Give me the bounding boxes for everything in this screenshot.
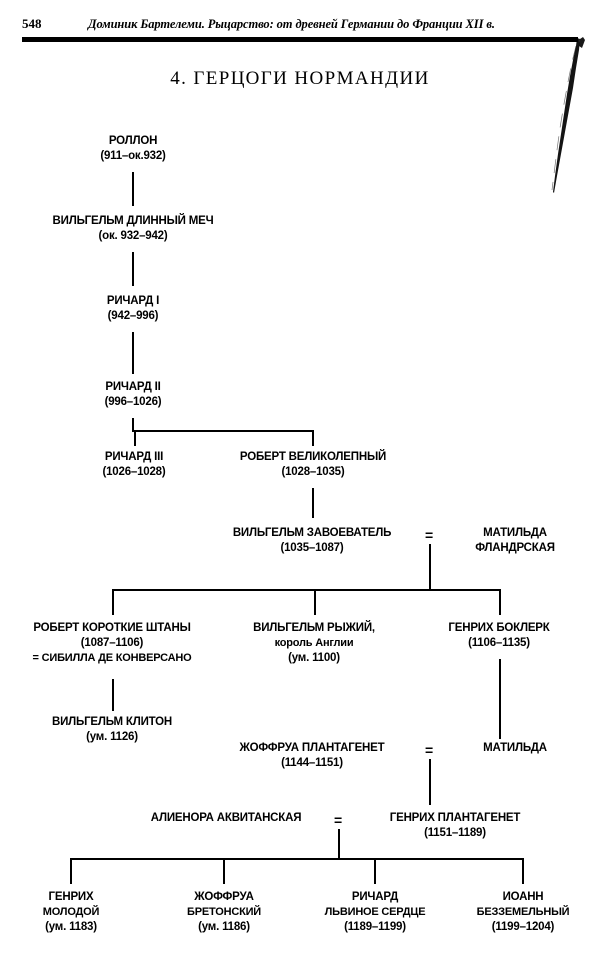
node-robert-magnificent: РОБЕРТ ВЕЛИКОЛЕПНЫЙ (1028–1035) <box>213 450 413 480</box>
node-geoffrey-plantagenet-dates: (1144–1151) <box>281 757 343 769</box>
connector-to-richard-lionheart <box>374 858 376 884</box>
node-richard-iii: РИЧАРД III (1026–1028) <box>34 450 234 480</box>
node-geoffrey-plantagenet-name: ЖОФФРУА ПЛАНТАГЕНЕТ <box>239 742 385 754</box>
connector-curthose-to-cliton <box>112 679 114 711</box>
node-richard-i-dates: (942–996) <box>107 310 159 322</box>
node-william-conqueror: ВИЛЬГЕЛЬМ ЗАВОЕВАТЕЛЬ (1035–1087) <box>212 526 412 556</box>
connector-to-henry-beauclerc <box>499 589 501 615</box>
node-richard-lionheart-name: РИЧАРД <box>351 891 399 903</box>
node-richard-i: РИЧАРД I (942–996) <box>33 294 233 324</box>
node-john-lackland-dates: (1199–1204) <box>491 921 555 933</box>
ink-stroke-artifact <box>551 37 585 193</box>
running-head: 548 Доминик Бартелеми. Рыцарство: от дре… <box>0 16 600 34</box>
node-richard-ii-name: РИЧАРД II <box>105 381 161 393</box>
header-rule-thin <box>22 41 578 42</box>
node-richard-lionheart: РИЧАРД ЛЬВИНОЕ СЕРДЦЕ (1189–1199) <box>275 890 475 935</box>
node-henry-the-young-king: ГЕНРИХ МОЛОДОЙ (ум. 1183) <box>0 890 171 935</box>
connector-to-henry-young <box>70 858 72 884</box>
connector-beauclerc-to-matilda <box>499 659 501 739</box>
node-matilda: МАТИЛЬДА <box>440 741 590 756</box>
node-matilda-name: МАТИЛЬДА <box>483 742 547 754</box>
node-henry-the-young-king-epithet: МОЛОДОЙ <box>42 906 100 918</box>
node-john-lackland-name: ИОАНН <box>502 891 544 903</box>
node-robert-magnificent-dates: (1028–1035) <box>281 466 345 478</box>
connector-to-robert-magnificent <box>312 430 314 446</box>
node-henry-plantagenet-name: ГЕНРИХ ПЛАНТАГЕНЕТ <box>389 812 521 824</box>
connector-longsword-to-richard1 <box>132 252 134 286</box>
connector-conqueror-marriage-stem <box>429 544 431 590</box>
node-matilda-flanders-name: МАТИЛЬДА <box>483 527 547 539</box>
node-rollon-dates: (911–ок.932) <box>100 150 166 162</box>
node-richard-lionheart-epithet: ЛЬВИНОЕ СЕРДЦЕ <box>324 906 426 918</box>
node-matilda-flanders-surname: ФЛАНДРСКАЯ <box>475 542 555 554</box>
node-william-cliton-dates: (ум. 1126) <box>86 731 138 743</box>
connector-to-richard3 <box>134 430 136 446</box>
connector-robert-to-conqueror <box>312 488 314 518</box>
node-william-longsword: ВИЛЬГЕЛЬМ ДЛИННЫЙ МЕЧ (ок. 932–942) <box>8 214 258 244</box>
node-john-lackland: ИОАНН БЕЗЗЕМЕЛЬНЫЙ (1199–1204) <box>423 890 600 935</box>
node-henry-plantagenet: ГЕНРИХ ПЛАНТАГЕНЕТ (1151–1189) <box>330 811 580 841</box>
node-geoffrey-plantagenet: ЖОФФРУА ПЛАНТАГЕНЕТ (1144–1151) <box>212 741 412 771</box>
node-geoffrey-brittany-name: ЖОФФРУА <box>194 891 254 903</box>
node-geoffrey-brittany-dates: (ум. 1186) <box>198 921 250 933</box>
node-william-longsword-name: ВИЛЬГЕЛЬМ ДЛИННЫЙ МЕЧ <box>52 215 214 227</box>
connector-geoffrey-marriage-stem <box>429 759 431 805</box>
node-william-rufus-dates: (ум. 1100) <box>288 652 340 664</box>
node-robert-curthose-dates: (1087–1106) <box>80 637 144 649</box>
connector-henry-children-bracket <box>70 858 524 860</box>
node-richard-iii-dates: (1026–1028) <box>102 466 166 478</box>
node-henry-the-young-king-name: ГЕНРИХ <box>48 891 94 903</box>
node-eleanor-aquitaine: АЛИЕНОРА АКВИТАНСКАЯ <box>126 811 326 826</box>
node-richard-ii: РИЧАРД II (996–1026) <box>33 380 233 410</box>
connector-rollon-to-longsword <box>132 172 134 206</box>
node-henry-the-young-king-dates: (ум. 1183) <box>45 921 97 933</box>
connector-conqueror-children-bracket <box>112 589 501 591</box>
node-william-cliton: ВИЛЬГЕЛЬМ КЛИТОН (ум. 1126) <box>12 715 212 745</box>
node-william-conqueror-dates: (1035–1087) <box>280 542 344 554</box>
page-number: 548 <box>22 16 42 31</box>
connector-richard1-to-richard2 <box>132 332 134 374</box>
node-william-rufus: ВИЛЬГЕЛЬМ РЫЖИЙ, король Англии (ум. 1100… <box>214 621 414 666</box>
node-richard-lionheart-dates: (1189–1199) <box>344 921 406 933</box>
node-robert-curthose: РОБЕРТ КОРОТКИЕ ШТАНЫ (1087–1106) = СИБИ… <box>12 621 212 666</box>
marriage-equals-geoffrey-matilda: = <box>425 742 434 758</box>
connector-to-john-lackland <box>522 858 524 884</box>
node-john-lackland-epithet: БЕЗЗЕМЕЛЬНЫЙ <box>476 906 570 918</box>
book-running-title: Доминик Бартелеми. Рыцарство: от древней… <box>88 17 495 31</box>
connector-richard2-bracket <box>134 430 314 432</box>
node-henry-beauclerc: ГЕНРИХ БОКЛЕРК (1106–1135) <box>399 621 599 651</box>
connector-to-william-rufus <box>314 589 316 615</box>
node-william-cliton-name: ВИЛЬГЕЛЬМ КЛИТОН <box>51 716 173 728</box>
node-henry-plantagenet-dates: (1151–1189) <box>424 827 486 839</box>
node-eleanor-aquitaine-name: АЛИЕНОРА АКВИТАНСКАЯ <box>150 812 302 824</box>
chart-title: 4. ГЕРЦОГИ НОРМАНДИИ <box>170 68 430 89</box>
node-robert-curthose-spouse: = СИБИЛЛА ДЕ КОНВЕРСАНО <box>32 652 192 664</box>
node-robert-magnificent-name: РОБЕРТ ВЕЛИКОЛЕПНЫЙ <box>239 451 387 463</box>
connector-richard2-stem <box>132 418 134 432</box>
node-matilda-flanders: МАТИЛЬДА ФЛАНДРСКАЯ <box>440 526 590 556</box>
node-rollon: РОЛЛОН (911–ок.932) <box>33 134 233 164</box>
node-william-conqueror-name: ВИЛЬГЕЛЬМ ЗАВОЕВАТЕЛЬ <box>232 527 392 539</box>
header-rule-thick <box>22 37 578 41</box>
node-robert-curthose-name: РОБЕРТ КОРОТКИЕ ШТАНЫ <box>33 622 191 634</box>
node-richard-iii-name: РИЧАРД III <box>104 451 164 463</box>
node-richard-i-name: РИЧАРД I <box>106 295 160 307</box>
connector-to-robert-curthose <box>112 589 114 615</box>
node-geoffrey-brittany-epithet: БРЕТОНСКИЙ <box>187 906 261 918</box>
node-william-rufus-subtitle: король Англии <box>274 637 354 649</box>
node-william-longsword-dates: (ок. 932–942) <box>98 230 168 242</box>
node-william-rufus-name: ВИЛЬГЕЛЬМ РЫЖИЙ, <box>253 622 375 634</box>
marriage-equals-conqueror-matilda: = <box>425 527 434 543</box>
node-rollon-name: РОЛЛОН <box>108 135 158 147</box>
node-henry-beauclerc-dates: (1106–1135) <box>468 637 530 649</box>
node-richard-ii-dates: (996–1026) <box>104 396 162 408</box>
node-geoffrey-brittany: ЖОФФРУА БРЕТОНСКИЙ (ум. 1186) <box>124 890 324 935</box>
connector-to-geoffrey-brittany <box>223 858 225 884</box>
node-henry-beauclerc-name: ГЕНРИХ БОКЛЕРК <box>448 622 550 634</box>
marriage-equals-eleanor-henry: = <box>334 812 343 828</box>
connector-eleanor-marriage-stem <box>338 829 340 859</box>
